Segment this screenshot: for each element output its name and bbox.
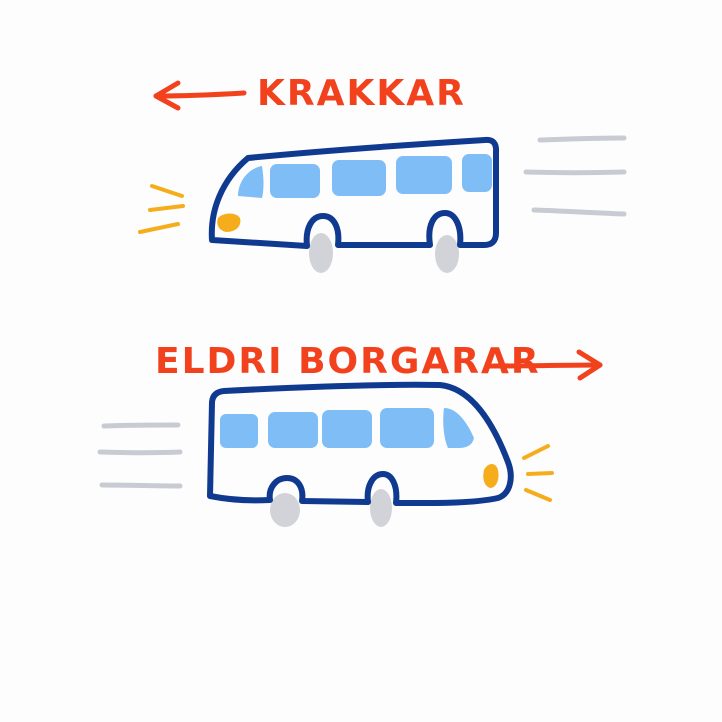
bus-icon <box>207 381 514 527</box>
window-4 <box>396 156 452 194</box>
motion-marks <box>138 184 185 234</box>
window-3 <box>322 410 372 448</box>
speed-lines <box>523 135 627 217</box>
window-2 <box>270 164 320 198</box>
bus-body <box>208 136 500 249</box>
motion-marks <box>522 444 554 502</box>
wheel-rear <box>309 233 333 273</box>
headlight <box>483 464 499 488</box>
bottom-group: ELDRI BORGARAR <box>97 341 603 527</box>
headlight <box>217 213 241 232</box>
window-3 <box>332 160 386 196</box>
bus-body <box>207 381 514 507</box>
bus-icon <box>208 136 500 273</box>
window-2 <box>268 412 318 448</box>
label-eldri-borgarar: ELDRI BORGARAR <box>155 341 541 382</box>
window-5 <box>462 154 492 192</box>
window-5 <box>443 408 474 448</box>
arrow-left-icon <box>153 80 247 111</box>
speed-lines <box>97 422 183 489</box>
wheel-rear <box>270 493 300 527</box>
top-group: KRAKKAR <box>138 73 627 273</box>
window-1 <box>238 166 264 198</box>
wheel-front <box>370 489 392 527</box>
window-1 <box>220 414 258 448</box>
label-krakkar: KRAKKAR <box>257 73 466 114</box>
wheel-front <box>435 235 459 273</box>
window-4 <box>380 408 434 448</box>
arrow-right-icon <box>491 349 603 381</box>
